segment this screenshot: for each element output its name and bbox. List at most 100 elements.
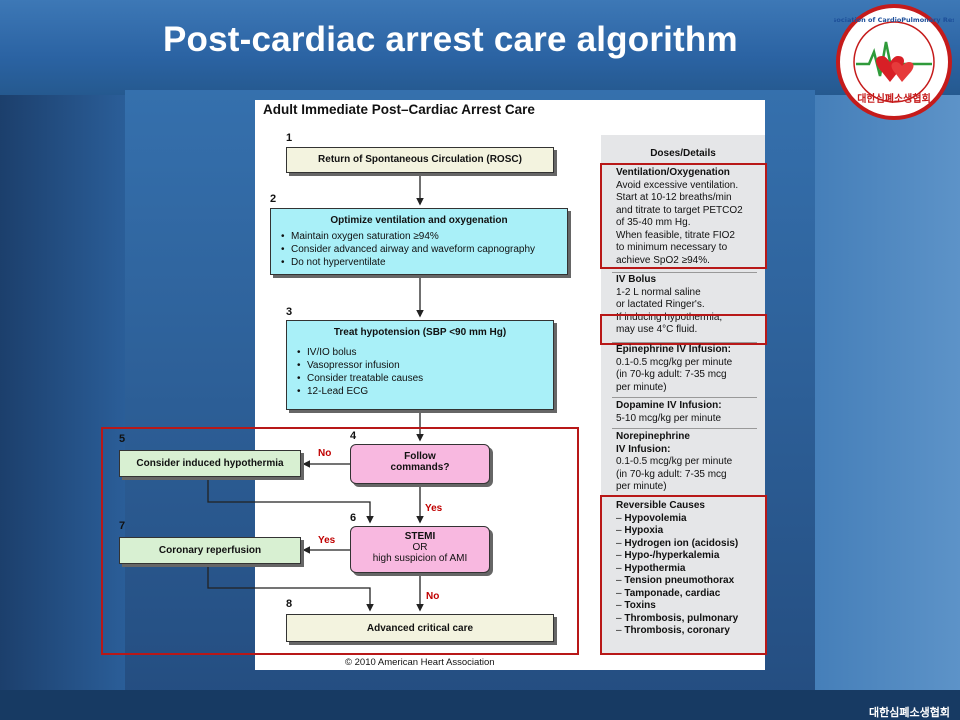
step-title: Consider induced hypothermia (136, 458, 284, 469)
divider (612, 272, 757, 273)
list-item: Do not hyperventilate (279, 256, 559, 269)
step-reperfusion-box: Coronary reperfusion (119, 537, 301, 564)
label-yes: Yes (318, 535, 336, 546)
step-number: 1 (286, 132, 293, 144)
association-logo: 대한심폐소생협회 Korean Association of CardioPul… (834, 4, 954, 120)
step-number: 4 (350, 430, 357, 442)
step-number: 8 (286, 598, 293, 610)
causes-list: – Hypovolemia – Hypoxia – Hydrogen ion (… (616, 513, 738, 638)
divider (612, 397, 757, 398)
label-yes: Yes (425, 503, 443, 514)
list-item: – Thrombosis, pulmonary (616, 612, 739, 624)
step-title: Follow (404, 451, 436, 462)
step-number: 2 (270, 193, 277, 205)
list-item: IV/IO bolus (295, 346, 545, 359)
section-title: IV Bolus (616, 274, 657, 285)
detail-line: 0.1-0.5 mcg/kg per minute (616, 356, 733, 368)
list-item: Maintain oxygen saturation ≥94% (279, 230, 559, 243)
list-item: – Hypo-/hyperkalemia (616, 550, 720, 561)
background-left (0, 0, 130, 720)
norepinephrine-section: Norepinephrine IV Infusion: 0.1-0.5 mcg/… (616, 431, 732, 494)
highlight-reversible-causes (600, 495, 767, 655)
step-advanced-care-box: Advanced critical care (286, 614, 554, 642)
copyright-text: © 2010 American Heart Association (345, 657, 495, 668)
arrow-5-to-6 (207, 478, 374, 524)
step-title: Advanced critical care (366, 623, 474, 634)
step-number: 3 (286, 306, 293, 318)
step-title: Coronary reperfusion (158, 545, 262, 556)
detail-line: (in 70-kg adult: 7-35 mcg (616, 369, 727, 380)
step-rosc-box: Return of Spontaneous Circulation (ROSC) (286, 147, 554, 173)
dopamine-section: Dopamine IV Infusion: 5-10 mcg/kg per mi… (616, 400, 722, 425)
list-item: Vasopressor infusion (295, 359, 545, 372)
step-subtitle: high suspicion of AMI (372, 553, 468, 564)
doses-panel (601, 135, 765, 655)
detail-line: of 35-40 mm Hg. (616, 217, 691, 228)
list-item: – Hydrogen ion (acidosis) (616, 537, 739, 549)
highlight-ventilation (600, 163, 767, 269)
list-item: – Hypoxia (616, 525, 664, 536)
step-title: commands? (390, 462, 450, 473)
list-item: – Toxins (616, 600, 656, 611)
logo-korean-text: 대한심폐소생협회 (857, 92, 931, 105)
section-title: Ventilation/Oxygenation (616, 167, 730, 178)
doses-heading: Doses/Details (650, 148, 716, 159)
detail-line: When feasible, titrate FIO2 (616, 229, 735, 241)
detail-line: Start at 10-12 breaths/min (616, 192, 732, 203)
step-title: STEMI (404, 531, 436, 542)
ventilation-section: Ventilation/Oxygenation Avoid excessive … (616, 167, 743, 267)
step-number: 5 (119, 433, 126, 445)
section-title: Dopamine IV Infusion: (616, 400, 722, 411)
label-no: No (426, 591, 440, 602)
epinephrine-section: Epinephrine IV Infusion: 0.1-0.5 mcg/kg … (616, 344, 732, 394)
list-item: – Hypothermia (616, 562, 686, 574)
step-follow-commands-box: Follow commands? (350, 444, 490, 484)
figure-heading: Adult Immediate Post–Cardiac Arrest Care (263, 102, 535, 117)
detail-line: to minimum necessary to (616, 242, 728, 253)
background-top (0, 0, 960, 95)
list-item: – Hypovolemia (616, 512, 687, 524)
step-hypothermia-box: Consider induced hypothermia (119, 450, 301, 477)
step-title: Optimize ventilation and oxygenation (330, 215, 508, 226)
step-list: Maintain oxygen saturation ≥94% Consider… (279, 230, 559, 269)
step-number: 6 (350, 512, 357, 524)
step-title: Treat hypotension (SBP <90 mm Hg) (333, 327, 507, 338)
detail-line: 0.1-0.5 mcg/kg per minute (616, 456, 733, 467)
iv-bolus-section: IV Bolus 1-2 L normal saline or lactated… (616, 274, 722, 337)
list-item: – Thrombosis, coronary (616, 625, 730, 636)
list-item: Consider advanced airway and waveform ca… (279, 243, 559, 256)
step-number: 7 (119, 520, 126, 532)
step-list: IV/IO bolus Vasopressor infusion Conside… (295, 346, 545, 398)
step-stemi-box: STEMI OR high suspicion of AMI (350, 526, 490, 573)
detail-line: and titrate to target PETCO2 (616, 204, 743, 216)
section-title: Reversible Causes (616, 500, 705, 511)
footer-bar (0, 690, 960, 720)
detail-line: Avoid excessive ventilation. (616, 179, 739, 191)
detail-line: (in 70-kg adult: 7-35 mcg (616, 468, 727, 480)
list-item: – Tension pneumothorax (616, 575, 735, 586)
detail-line: If inducing hypothermia, (616, 311, 723, 323)
section-title: Epinephrine IV Infusion: (616, 344, 731, 355)
logo-english-text: Korean Association of CardioPulmonary Re… (834, 16, 954, 24)
label-no: No (318, 448, 332, 459)
highlight-cold-fluid (600, 314, 767, 345)
list-item: – Tamponade, cardiac (616, 587, 721, 599)
arrow-7-to-8 (207, 564, 374, 612)
detail-line: or lactated Ringer's. (616, 299, 705, 310)
detail-line: achieve SpO2 ≥94%. (616, 254, 710, 266)
detail-line: 5-10 mcg/kg per minute (616, 412, 722, 424)
step-ventilation-box: Optimize ventilation and oxygenation Mai… (270, 208, 568, 275)
detail-line: per minute) (616, 481, 667, 492)
divider (612, 342, 757, 343)
highlight-frame (101, 427, 579, 655)
step-hypotension-box: Treat hypotension (SBP <90 mm Hg) IV/IO … (286, 320, 554, 410)
section-title: IV Infusion: (616, 443, 671, 455)
list-item: Consider treatable causes (295, 372, 545, 385)
detail-line: per minute) (616, 381, 667, 393)
step-title: Return of Spontaneous Circulation (ROSC) (318, 154, 522, 165)
detail-line: 1-2 L normal saline (616, 286, 701, 298)
slide-title: Post-cardiac arrest care algorithm (163, 20, 738, 59)
footer-text: 대한심폐소생협회 (869, 707, 950, 719)
step-or: OR (412, 542, 428, 553)
